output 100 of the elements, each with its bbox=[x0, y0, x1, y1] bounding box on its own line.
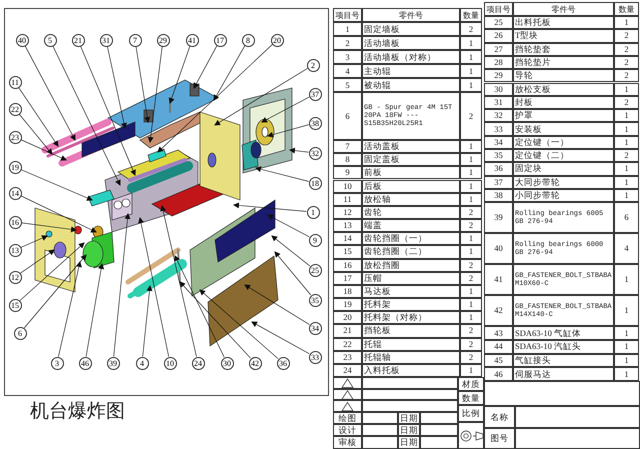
table-cell: 36 bbox=[493, 164, 504, 174]
table-cell: 1 bbox=[468, 182, 474, 191]
table-cell: 1 bbox=[468, 155, 474, 164]
column-header: 数量 bbox=[462, 10, 480, 20]
table-cell: 1 bbox=[468, 234, 474, 244]
table-cell: 1 bbox=[468, 313, 474, 322]
table-cell: 11 bbox=[342, 194, 353, 204]
table-cell: 1 bbox=[623, 178, 630, 187]
table-cell: 托料架 bbox=[363, 300, 392, 310]
table-cell: 14 bbox=[342, 234, 353, 244]
table-cell: 固定盖板 bbox=[363, 155, 401, 164]
callout-number: 17 bbox=[214, 34, 226, 46]
table-cell: 封板 bbox=[514, 98, 534, 107]
table-cell: 2 bbox=[468, 221, 474, 230]
leader-line bbox=[148, 46, 162, 143]
table-cell: 12 bbox=[342, 208, 353, 217]
table-cell: 日期 bbox=[399, 426, 419, 434]
callout-number: 11 bbox=[8, 76, 22, 88]
table-cell: 2 bbox=[468, 208, 474, 217]
leader-line bbox=[214, 68, 308, 126]
column-header: 项目号 bbox=[486, 4, 512, 14]
table-cell: 2 bbox=[623, 31, 630, 40]
table-cell: 19 bbox=[342, 300, 353, 310]
table-cell: 齿轮 bbox=[363, 208, 383, 217]
table-cell: 托料架（对称） bbox=[363, 313, 428, 322]
leader-line bbox=[58, 261, 82, 357]
leader-line bbox=[179, 281, 251, 358]
table-cell: 放松支板 bbox=[514, 84, 552, 94]
table-cell: 2 bbox=[468, 352, 474, 362]
table-cell: 1 bbox=[623, 18, 630, 28]
table-cell: 15 bbox=[342, 247, 353, 256]
leader-line bbox=[274, 251, 312, 296]
callout-number: 3 bbox=[50, 356, 64, 370]
table-cell: 2 bbox=[623, 58, 630, 68]
table-cell: 17 bbox=[342, 274, 353, 283]
table-cell: 8 bbox=[344, 155, 351, 164]
callout-number: 21 bbox=[72, 34, 84, 46]
table-cell: SDA63-10 汽缸头 bbox=[514, 342, 582, 352]
table-cell: T型块 bbox=[514, 31, 540, 40]
table-cell: 25 bbox=[493, 18, 504, 28]
callout-number: 42 bbox=[248, 356, 262, 370]
callout-number: 38 bbox=[308, 116, 322, 130]
table-cell: 1 bbox=[344, 24, 351, 34]
callout-number: 30 bbox=[220, 356, 234, 370]
table-cell: 2 bbox=[623, 151, 630, 160]
table-cell: 1 bbox=[468, 66, 474, 76]
table-cell: 材质 bbox=[461, 380, 481, 388]
table-cell: 3 bbox=[344, 52, 351, 62]
table-cell: 挡轮垫套 bbox=[514, 44, 552, 54]
table-cell: 活动墙板（对称） bbox=[363, 52, 437, 62]
table-cell: 1 bbox=[623, 356, 630, 366]
leader-line bbox=[86, 263, 104, 357]
callout-number: 23 bbox=[8, 130, 22, 144]
table-cell: 43 bbox=[493, 328, 504, 338]
leader-line bbox=[138, 217, 169, 357]
callout-number: 16 bbox=[8, 216, 22, 228]
table-cell: 32 bbox=[493, 111, 504, 120]
table-cell: 1 bbox=[468, 300, 474, 310]
callout-number: 24 bbox=[192, 356, 204, 370]
callout-number: 34 bbox=[308, 322, 322, 334]
table-cell: 1 bbox=[623, 138, 630, 147]
callout-number: 31 bbox=[100, 34, 112, 46]
table-cell: 2 bbox=[344, 38, 351, 48]
leader-line bbox=[255, 166, 309, 182]
table-cell: 13 bbox=[342, 221, 353, 230]
table-cell: 41 bbox=[493, 275, 504, 284]
table-cell: 2 bbox=[468, 340, 474, 349]
table-cell: 9 bbox=[344, 168, 351, 178]
table-cell: 16 bbox=[342, 260, 353, 270]
leader-line bbox=[18, 87, 59, 147]
table-cell: 1 bbox=[623, 124, 630, 134]
table-cell: 马达板 bbox=[363, 286, 392, 296]
table-cell: 33 bbox=[493, 124, 504, 134]
table-cell: 托辊轴 bbox=[363, 352, 392, 362]
table-cell: 6 bbox=[344, 112, 351, 120]
leader-line bbox=[174, 255, 224, 358]
callout-number: 18 bbox=[308, 176, 322, 190]
table-cell: 35 bbox=[493, 151, 504, 160]
callout-number: 13 bbox=[8, 244, 22, 256]
table-cell: 2 bbox=[468, 24, 474, 34]
table-cell: 1 bbox=[623, 191, 630, 200]
table-cell: 4 bbox=[344, 66, 351, 76]
column-header: 数量 bbox=[618, 4, 636, 14]
table-cell: 23 bbox=[342, 352, 353, 362]
table-cell: 主动辊 bbox=[363, 66, 392, 76]
leader-line bbox=[214, 45, 246, 101]
table-cell: 固定墙板 bbox=[363, 24, 401, 34]
table-cell: 大同步带轮 bbox=[514, 178, 561, 187]
table-cell: 1 bbox=[623, 164, 630, 174]
table-cell: 固定块 bbox=[514, 164, 543, 174]
table-cell: 34 bbox=[493, 138, 504, 147]
table-cell: 31 bbox=[493, 98, 504, 107]
table-cell: 21 bbox=[342, 326, 353, 336]
table-cell: 1 bbox=[468, 52, 474, 62]
table-cell: 小同步带轮 bbox=[514, 191, 561, 200]
leader-line bbox=[136, 46, 150, 123]
table-cell: 6 bbox=[623, 213, 630, 222]
leader-line bbox=[20, 242, 85, 301]
leader-line bbox=[267, 124, 309, 138]
table-cell: 齿轮挡圈（一） bbox=[363, 234, 428, 244]
